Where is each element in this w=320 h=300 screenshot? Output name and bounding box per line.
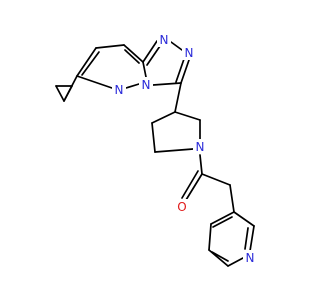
bond-triazole-c3a-n1: [142, 40, 158, 63]
bond-pyridazine-c6-n: [76, 75, 113, 89]
atom-label-n-triazole-2: N: [185, 46, 194, 60]
bond-layer: [55, 40, 255, 267]
bond-pyridazine-c6-c5: [76, 47, 97, 77]
atom-n-pyridazine: N: [112, 82, 126, 97]
bond-pyridazine-c5-c4: [95, 44, 125, 49]
bond-pyridazine-c4-c3a-double: [124, 49, 140, 64]
atom-n-triazole-1: N: [157, 32, 171, 47]
bond-n-carbonyl-c: [199, 154, 203, 175]
atom-label-n-pyridine: N: [246, 251, 255, 265]
atom-label-n-pyridazine: N: [115, 83, 124, 97]
bond-pyridine-c3-c4: [210, 211, 235, 225]
bond-pyridazine-c4-c3a: [123, 44, 144, 63]
bond-ch2-to-pyridine: [229, 184, 235, 213]
bond-triazole-n2-c3: [180, 59, 190, 84]
bond-piperidine-c4-c5: [174, 111, 201, 121]
bond-triazole-n1-n2: [170, 41, 183, 51]
bond-cyclopropyl-b: [55, 85, 65, 102]
bond-triazole-c3-nbridge: [152, 82, 182, 86]
molecule-structure-diagram: N N N N N O N: [55, 32, 257, 267]
atom-label-n-bridgehead: N: [142, 78, 151, 92]
atom-n-pyridine: N: [243, 250, 257, 265]
bond-pyridine-n-c2: [249, 225, 255, 252]
atom-label-n-triazole-1: N: [160, 33, 169, 47]
bond-piperidine-c3-c2: [151, 122, 156, 153]
bond-triazole-to-piperidine: [174, 82, 182, 113]
atom-n-piperidine: N: [193, 139, 207, 154]
bond-pyridine-c5-c6-double: [211, 251, 229, 262]
bond-pyridine-c4-c5: [208, 223, 212, 251]
bond-piperidine-c4-c3: [151, 111, 176, 124]
bond-triazole-n2-c3-double: [175, 58, 185, 83]
bond-piperidine-c2-n: [154, 148, 194, 153]
atom-n-bridgehead: N: [139, 77, 153, 92]
atom-o-carbonyl: O: [175, 199, 189, 214]
bond-carbonyl-to-ch2: [201, 173, 231, 186]
bond-pyridazine-n-nbridge: [125, 83, 140, 89]
atom-label-layer: N N N N N O N: [112, 32, 257, 265]
bond-c3a-nbridge: [142, 61, 147, 78]
bond-pyridine-c3-c4-double: [212, 216, 233, 228]
bond-carbonyl-c-o-double: [181, 170, 199, 199]
bond-triazole-c3a-n1-double: [146, 45, 161, 66]
bond-pyridine-n-c2-double: [244, 227, 249, 250]
bond-carbonyl-c-o: [185, 173, 203, 201]
bond-pyridine-c2-c3: [233, 211, 255, 227]
bond-cyclopropyl-to-ring: [63, 75, 78, 102]
atom-label-o-carbonyl: O: [177, 200, 186, 214]
bond-pyridine-c6-n: [227, 257, 244, 267]
bond-pyridazine-c6-c5-double: [81, 51, 100, 76]
atom-n-triazole-2: N: [182, 45, 196, 60]
atom-label-n-piperidine: N: [196, 140, 205, 154]
